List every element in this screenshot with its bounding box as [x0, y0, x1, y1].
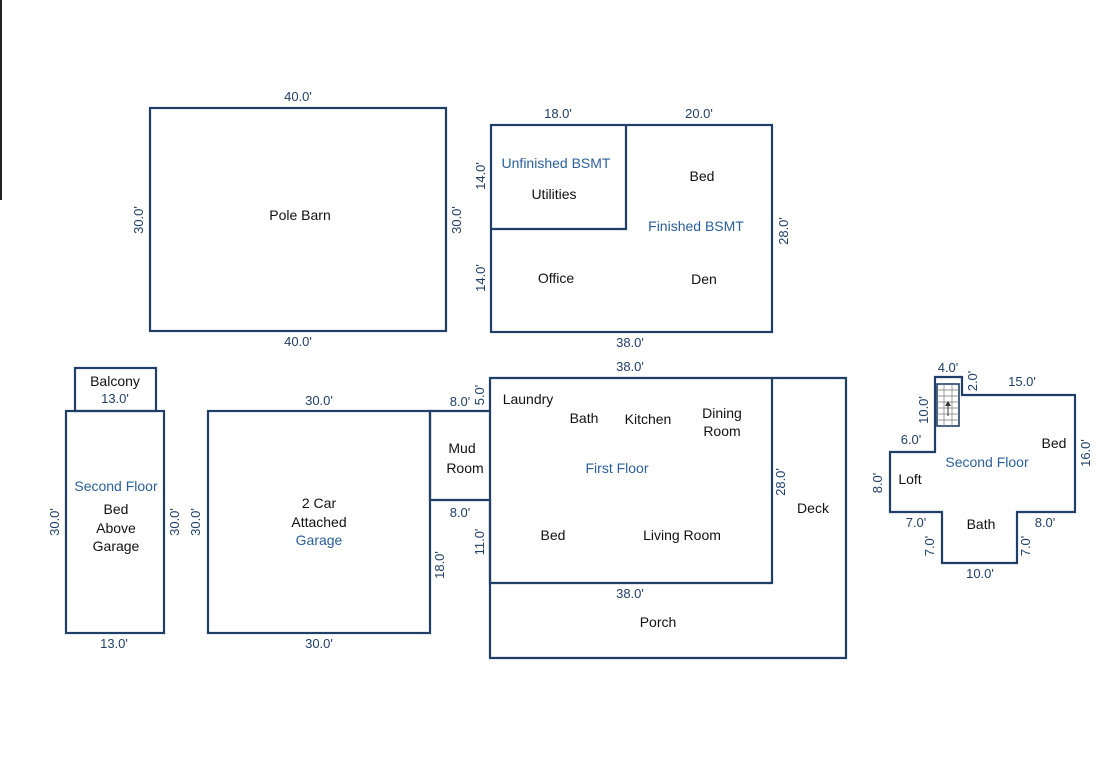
first-floor-dim-mid-v: 11.0'	[472, 529, 487, 556]
sf-dim-stair-top: 2.0'	[965, 371, 980, 392]
first-floor-dim-top-small-v: 5.0'	[472, 385, 487, 406]
utilities-label: Utilities	[531, 186, 576, 202]
garage-second-floor-dim-bottom: 13.0'	[100, 636, 128, 651]
first-floor-interior-wall	[488, 378, 774, 585]
garage-dim-right: 18.0'	[432, 551, 447, 579]
sf-dim-left-step: 6.0'	[901, 432, 922, 447]
sf-dim-bottom-right: 8.0'	[1035, 515, 1056, 530]
deck-label: Deck	[797, 500, 830, 516]
pole-barn-dim-bottom: 40.0'	[284, 334, 312, 349]
pole-barn-outline	[148, 106, 448, 333]
garage-dim-bottom: 30.0'	[305, 636, 333, 651]
first-floor-outline	[428, 376, 848, 660]
garage-outline	[206, 409, 432, 635]
sf-dim-stair-h: 10.0'	[916, 396, 931, 424]
pole-barn-dim-right: 30.0'	[449, 206, 464, 234]
mud-room-line2: Room	[446, 460, 483, 476]
unfinished-bsmt-wall	[491, 125, 628, 231]
second-floor-bath-label: Bath	[967, 516, 996, 532]
bed-above-garage-line2: Above	[96, 520, 136, 536]
first-floor-plan: 38.0' 8.0' 5.0' 8.0' 11.0' 28.0' 38.0' M…	[428, 359, 848, 660]
living-room-label: Living Room	[643, 527, 721, 543]
bsmt-dim-right: 28.0'	[776, 217, 791, 245]
first-floor-bed-label: Bed	[541, 527, 566, 543]
bed-above-garage-line3: Garage	[93, 538, 140, 554]
office-label: Office	[538, 270, 575, 286]
second-floor-outline	[888, 375, 1077, 565]
first-floor-dim-mid-small: 8.0'	[450, 505, 471, 520]
unfinished-bsmt-label: Unfinished BSMT	[502, 155, 611, 171]
garage-label-line1: 2 Car	[302, 495, 337, 511]
garage-second-floor: Balcony 13.0' Second Floor Bed Above Gar…	[47, 366, 182, 651]
sf-dim-left: 8.0'	[870, 473, 885, 494]
basement-plan: 18.0' 20.0' 38.0' 14.0' 14.0' 28.0' Unfi…	[473, 106, 791, 350]
mud-room-line1: Mud	[448, 440, 475, 456]
sf-dim-right: 16.0'	[1078, 439, 1093, 467]
garage-label-line2: Attached	[291, 514, 346, 530]
sf-dim-top: 15.0'	[1008, 374, 1036, 389]
dining-room-line2: Room	[703, 423, 740, 439]
laundry-label: Laundry	[503, 391, 554, 407]
garage-label-line3: Garage	[296, 532, 343, 548]
loft-label: Loft	[898, 471, 921, 487]
bed-above-garage-line1: Bed	[104, 501, 129, 517]
pole-barn-dim-top: 40.0'	[284, 89, 312, 104]
first-floor-dim-bottom: 38.0'	[616, 586, 644, 601]
bsmt-dim-top-right: 20.0'	[685, 106, 713, 121]
sf-dim-bath-bottom: 10.0'	[966, 566, 994, 581]
dining-room-line1: Dining	[702, 405, 742, 421]
first-floor-label: First Floor	[586, 460, 649, 476]
bsmt-dim-top-left: 18.0'	[544, 106, 572, 121]
kitchen-label: Kitchen	[625, 411, 672, 427]
bsmt-bed-label: Bed	[690, 168, 715, 184]
porch-label: Porch	[640, 614, 677, 630]
scan-edge-mark	[0, 0, 2, 200]
second-floor-plan: 4.0' 2.0' 10.0' 15.0' 6.0' 8.0' 16.0' 7.…	[870, 360, 1093, 581]
balcony-label: Balcony	[90, 373, 140, 389]
sf-dim-stair-w: 4.0'	[938, 360, 959, 375]
garage-dim-top: 30.0'	[305, 393, 333, 408]
pole-barn: Pole Barn 40.0' 40.0' 30.0' 30.0'	[131, 89, 464, 349]
first-floor-dim-top-small: 8.0'	[450, 394, 471, 409]
bsmt-dim-bottom: 38.0'	[616, 335, 644, 350]
balcony-dim: 13.0'	[101, 391, 129, 406]
bed-above-garage-outline	[64, 409, 166, 635]
pole-barn-label: Pole Barn	[269, 207, 330, 223]
sf-dim-bottom-left: 7.0'	[906, 515, 927, 530]
pole-barn-dim-left: 30.0'	[131, 206, 146, 234]
sf-dim-bath-right: 7.0'	[1018, 536, 1033, 557]
garage-dim-left: 30.0'	[188, 508, 203, 536]
garage-second-floor-dim-right: 30.0'	[167, 508, 182, 536]
garage-second-floor-label: Second Floor	[74, 478, 158, 494]
stair-icon	[936, 383, 960, 427]
bsmt-dim-left-upper: 14.0'	[473, 162, 488, 190]
garage-plan: 2 Car Attached Garage 30.0' 30.0' 30.0' …	[188, 393, 447, 651]
first-floor-dim-top: 38.0'	[616, 359, 644, 374]
first-floor-dim-right: 28.0'	[773, 468, 788, 496]
finished-bsmt-label: Finished BSMT	[648, 218, 744, 234]
bsmt-dim-left-lower: 14.0'	[473, 264, 488, 292]
garage-second-floor-dim-left: 30.0'	[47, 508, 62, 536]
second-floor-label: Second Floor	[945, 454, 1029, 470]
first-floor-bath-label: Bath	[570, 410, 599, 426]
second-floor-bed-label: Bed	[1042, 435, 1067, 451]
den-label: Den	[691, 271, 717, 287]
sf-dim-bath-left: 7.0'	[922, 536, 937, 557]
